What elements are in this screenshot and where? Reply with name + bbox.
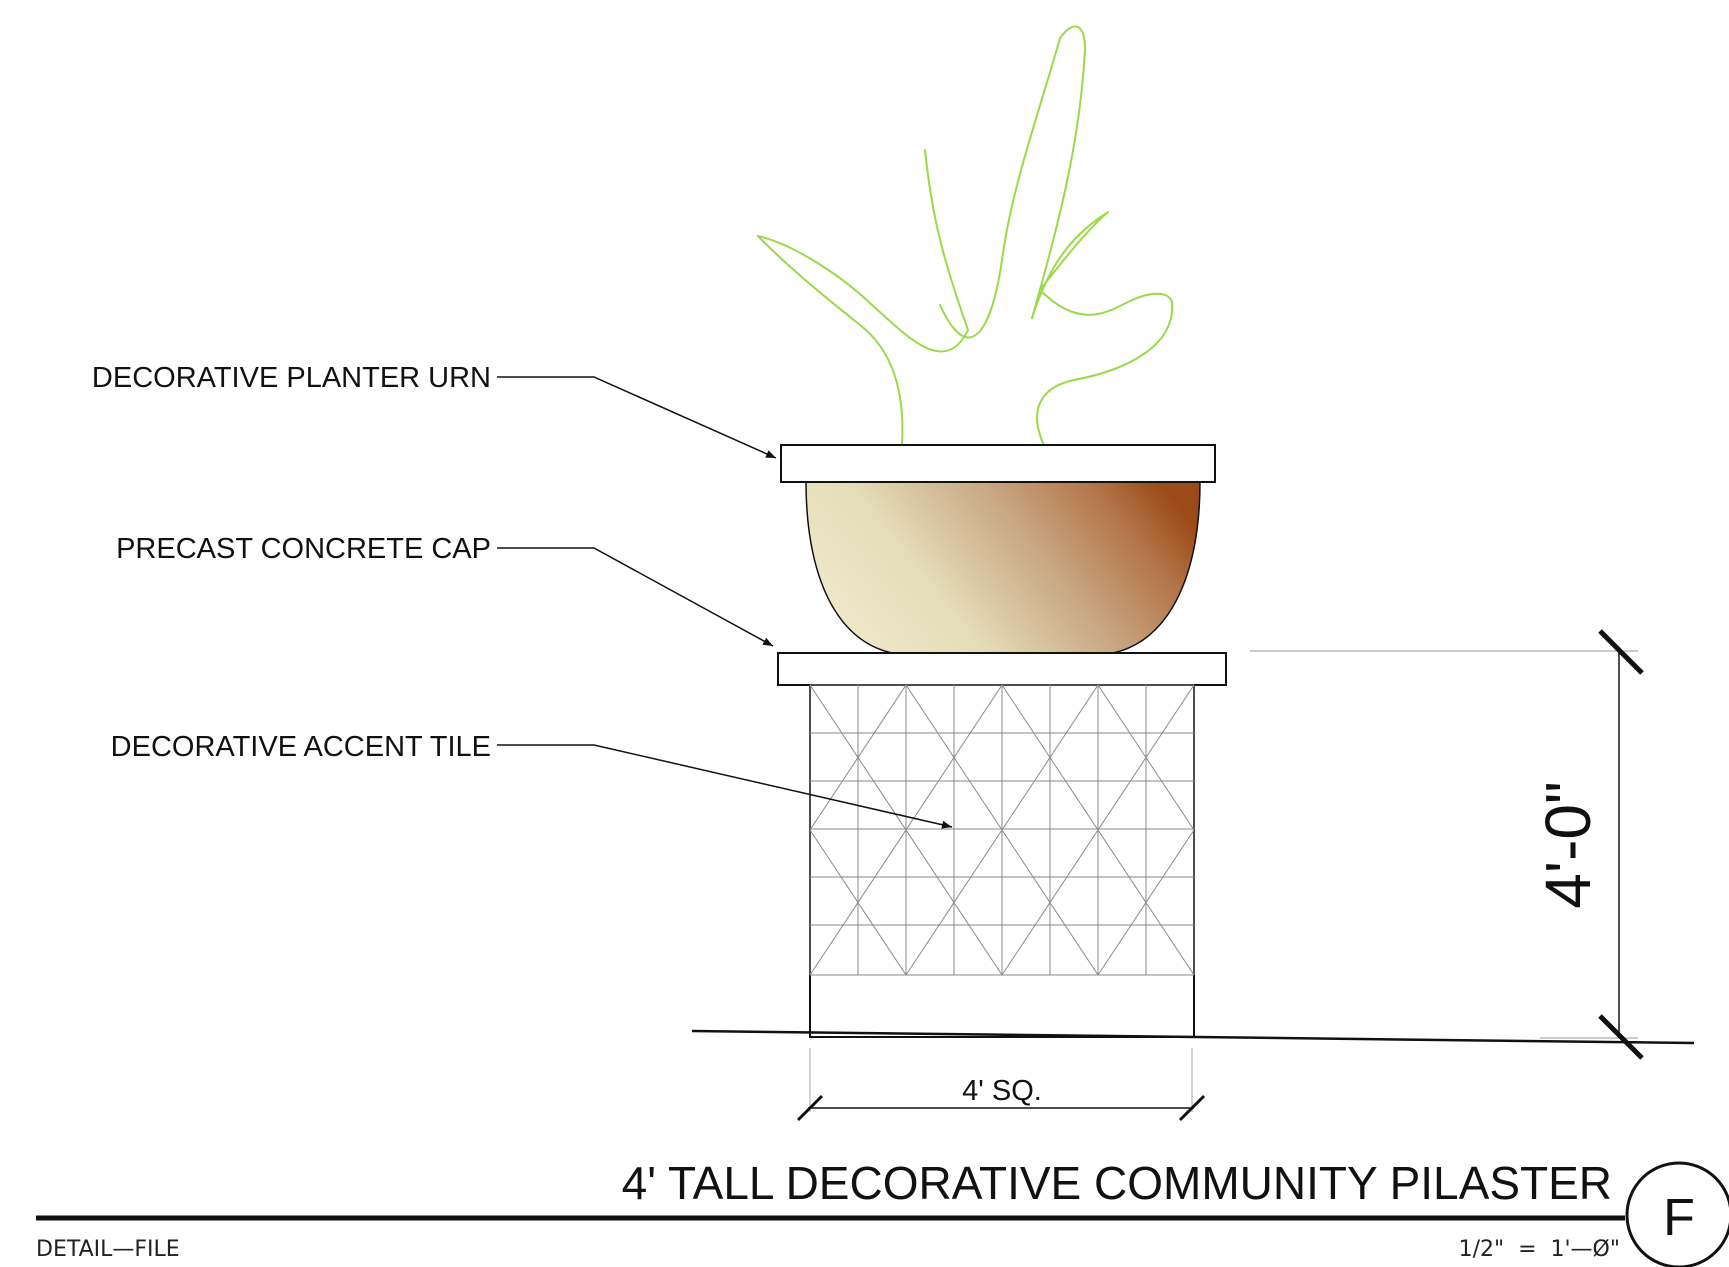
leader-planter-urn	[497, 376, 777, 459]
leader-concrete-cap	[497, 547, 774, 647]
accent-tile-pattern	[809, 684, 1195, 976]
tile-diamond-line	[809, 684, 907, 831]
height-tick-top	[1598, 629, 1644, 675]
tile-diagonal-line	[1001, 684, 1195, 976]
drawing-title: 4' TALL DECORATIVE COMMUNITY PILASTER	[622, 1157, 1612, 1209]
tile-diamond-line	[1097, 684, 1195, 831]
tile-diamond-line	[905, 684, 1003, 831]
height-dimension	[1250, 629, 1644, 1060]
tile-diamond-line	[1001, 684, 1099, 831]
tile-diagonal-line	[809, 684, 1003, 976]
width-dimension-label: 4' SQ.	[962, 1075, 1042, 1107]
tile-diamond-line	[1097, 829, 1195, 976]
callout-leaders	[497, 376, 953, 829]
tile-diamond-line	[1001, 829, 1099, 976]
width-tick-right	[1178, 1094, 1206, 1122]
width-tick-left	[796, 1094, 824, 1122]
height-dimension-label: 4'-0"	[1532, 781, 1604, 908]
drawing-scale: 1/2" = 1'—Ø"	[1459, 1237, 1620, 1262]
plant-leaf-right	[1031, 211, 1174, 446]
planter-urn-bowl	[805, 481, 1201, 656]
callout-accent-tile: DECORATIVE ACCENT TILE	[111, 731, 491, 763]
plant-leaf-left	[757, 149, 969, 446]
planter-urn-rim	[780, 444, 1216, 483]
tile-diamond-line	[905, 829, 1003, 976]
callout-planter-urn: DECORATIVE PLANTER URN	[92, 362, 491, 394]
detail-file-label: DETAIL—FILE	[36, 1237, 180, 1262]
tile-diamond-line	[809, 829, 907, 976]
callout-concrete-cap: PRECAST CONCRETE CAP	[116, 533, 491, 565]
detail-marker-circle	[1625, 1161, 1729, 1267]
ground-line	[691, 1029, 1695, 1045]
plant-leaf-center	[939, 25, 1086, 339]
leader-accent-tile	[497, 744, 953, 829]
width-dimension	[796, 1048, 1206, 1122]
concrete-cap	[777, 652, 1227, 686]
plant-foliage	[757, 25, 1174, 446]
detail-marker-letter: F	[1663, 1189, 1695, 1247]
height-tick-bottom	[1598, 1014, 1644, 1060]
